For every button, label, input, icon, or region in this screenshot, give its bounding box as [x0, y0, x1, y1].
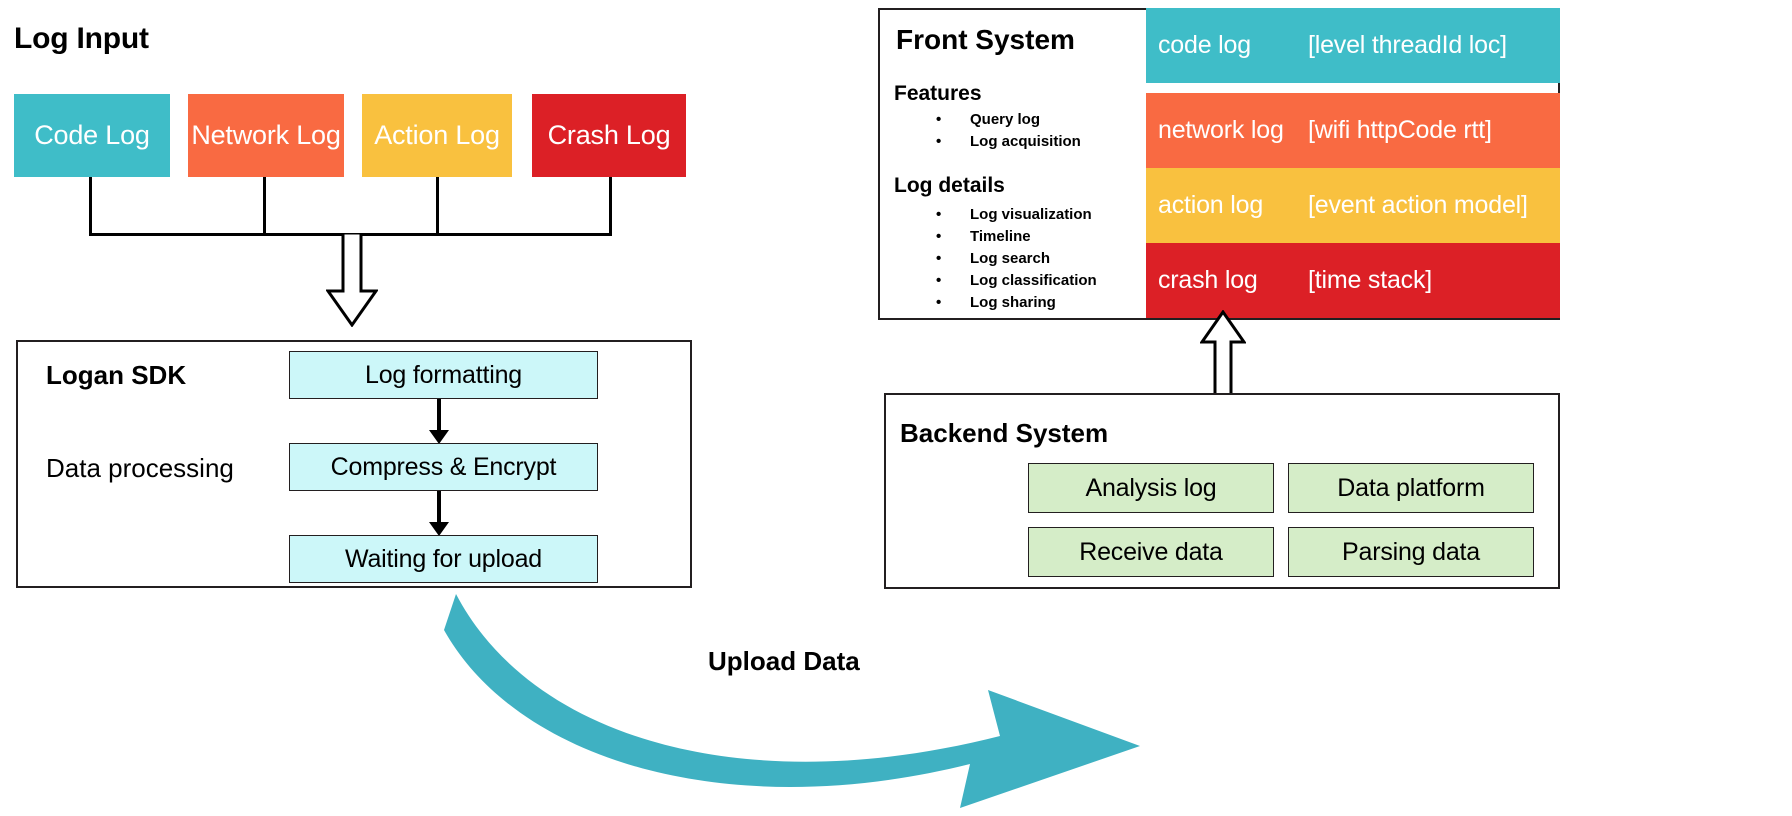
- log-input-chip-network-log[interactable]: Network Log: [188, 94, 344, 177]
- list-item: • Log acquisition: [936, 133, 1081, 150]
- front-system-group-features: Features: [894, 82, 982, 105]
- log-row-attrs: [time stack]: [1308, 266, 1433, 294]
- sdk-step-compress-encrypt[interactable]: Compress & Encrypt: [289, 443, 598, 491]
- list-item: • Log classification: [936, 272, 1097, 289]
- list-item-label: Log search: [970, 250, 1051, 267]
- bullet-icon: •: [936, 228, 942, 245]
- list-item-label: Log sharing: [970, 294, 1056, 311]
- log-row-attrs: [wifi httpCode rtt]: [1308, 116, 1492, 144]
- log-input-chip-code-log[interactable]: Code Log: [14, 94, 170, 177]
- log-row-name: action log: [1158, 191, 1264, 219]
- bullet-icon: •: [936, 272, 942, 289]
- backend-box-receive-data[interactable]: Receive data: [1028, 527, 1274, 577]
- hollow-arrow-up-icon: [1200, 310, 1246, 398]
- log-input-title: Log Input: [14, 22, 149, 55]
- sdk-step-log-formatting[interactable]: Log formatting: [289, 351, 598, 399]
- hollow-arrow-down-icon: [326, 233, 378, 327]
- list-item: • Query log: [936, 111, 1040, 128]
- list-item: • Log visualization: [936, 206, 1092, 223]
- log-row-attrs: [event action model]: [1308, 191, 1528, 219]
- list-item-label: Log acquisition: [970, 133, 1081, 150]
- logan-sdk-subtitle: Data processing: [46, 453, 234, 483]
- bullet-icon: •: [936, 111, 942, 128]
- connector-line-code: [89, 177, 92, 235]
- sdk-arrow-head-1: [429, 430, 449, 444]
- sdk-arrow-head-2: [429, 522, 449, 536]
- upload-data-label: Upload Data: [708, 646, 860, 676]
- log-row-attrs: [level threadId loc]: [1308, 31, 1507, 59]
- bullet-icon: •: [936, 294, 942, 311]
- connector-line-crash: [609, 177, 612, 235]
- backend-box-analysis-log[interactable]: Analysis log: [1028, 463, 1274, 513]
- connector-line-network: [263, 177, 266, 235]
- list-item: • Log search: [936, 250, 1050, 267]
- log-row-network-log[interactable]: network log [wifi httpCode rtt]: [1146, 93, 1560, 168]
- log-row-name: network log: [1158, 116, 1284, 144]
- sdk-step-waiting-for-upload[interactable]: Waiting for upload: [289, 535, 598, 583]
- connector-line-action: [436, 177, 439, 235]
- sdk-arrow-2: [437, 491, 441, 525]
- upload-data-arrow-icon: [444, 594, 1140, 808]
- bullet-icon: •: [936, 250, 942, 267]
- log-row-action-log[interactable]: action log [event action model]: [1146, 168, 1560, 243]
- sdk-arrow-1: [437, 399, 441, 433]
- list-item: • Timeline: [936, 228, 1031, 245]
- backend-box-parsing-data[interactable]: Parsing data: [1288, 527, 1534, 577]
- list-item-label: Timeline: [970, 228, 1031, 245]
- front-system-group-log-details: Log details: [894, 174, 1005, 197]
- log-row-name: code log: [1158, 31, 1251, 59]
- backend-box-data-platform[interactable]: Data platform: [1288, 463, 1534, 513]
- front-system-title: Front System: [896, 24, 1075, 55]
- list-item: • Log sharing: [936, 294, 1056, 311]
- list-item-label: Query log: [970, 111, 1041, 128]
- log-row-name: crash log: [1158, 266, 1258, 294]
- log-row-crash-log[interactable]: crash log [time stack]: [1146, 243, 1560, 318]
- logan-sdk-title: Logan SDK: [46, 360, 187, 390]
- list-item-label: Log visualization: [970, 206, 1092, 223]
- bullet-icon: •: [936, 133, 942, 150]
- log-input-chip-action-log[interactable]: Action Log: [362, 94, 512, 177]
- list-item-label: Log classification: [970, 272, 1097, 289]
- backend-system-title: Backend System: [900, 418, 1109, 448]
- log-input-chip-crash-log[interactable]: Crash Log: [532, 94, 686, 177]
- log-row-code-log[interactable]: code log [level threadId loc]: [1146, 8, 1560, 83]
- bullet-icon: •: [936, 206, 942, 223]
